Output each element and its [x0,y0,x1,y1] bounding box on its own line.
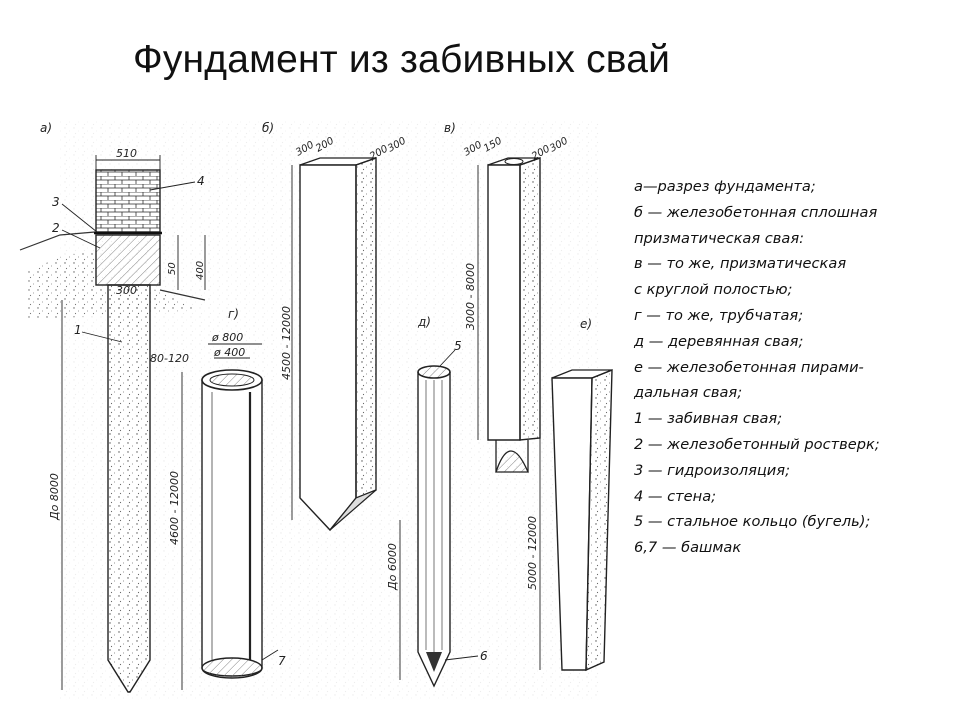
panel-a-letter: а) [40,121,52,135]
dim-d-length: До 6000 [386,543,399,591]
pile-v-front [487,164,521,441]
pile-v-side [519,157,541,441]
legend-line: в — то же, призматическая [634,255,847,273]
legend: а—разрез фундамента; б — железобетонная … [634,174,954,561]
dim-pile-a-length: До 8000 [48,473,61,521]
part-number-4: 4 [197,174,205,188]
panel-a-foundation-section: а) 510 300 50 400 До 8000 4 3 2 1 [19,121,206,693]
panel-e-letter: е) [580,317,592,331]
legend-line: а—разрез фундамента; [634,178,816,195]
dim-b-length: 4500 - 12000 [280,306,293,380]
part-number-3: 3 [52,195,60,209]
dim-pipe-inner: ø 400 [213,346,245,359]
dim-pile-head: 300 [116,284,137,297]
brick-wall [95,169,161,233]
panel-g-letter: г) [228,307,239,321]
timber-pile-shoe [426,652,442,672]
part-number-7: 7 [278,654,286,668]
dim-v-length: 3000 - 8000 [464,263,477,330]
legend-line: 4 — стена; [634,487,717,505]
legend-line: дальная свая; [634,384,743,402]
panel-g-tubular-pile: г) ø 800 ø 400 80-120 4600 - 12000 7 [150,307,286,690]
pile-b-front [299,164,357,532]
pile-a [107,284,151,693]
dim-pipe-length: 4600 - 12000 [168,471,181,545]
pipe-body [201,380,263,677]
part-number-6: 6 [480,649,488,663]
dim-e-length: 5000 - 12000 [526,516,539,590]
pile-b-side [355,157,377,500]
panel-v-hollow-pile: в) 300 150 200 300 3000 - 8000 [444,121,570,473]
grillage [95,234,161,286]
part-number-2: 2 [52,221,60,235]
legend-line: г — то же, трубчатая; [634,306,804,324]
legend-line: 5 — стальное кольцо (бугель); [634,513,871,531]
legend-line: с круглой полостью; [634,281,793,299]
dim-grillage-height: 400 [195,261,206,280]
panel-v-letter: в) [444,121,456,135]
legend-line: 3 — гидроизоляция; [634,461,790,479]
legend-line: б — железобетонная сплошная [634,203,878,221]
legend-line: 1 — забивная свая; [634,410,783,428]
slide-title: Фундамент из забивных свай [133,38,671,81]
legend-line: призматическая свая: [634,229,805,247]
legend-line: 2 — железобетонный ростверк; [634,435,880,453]
legend-line: д — деревянная свая; [634,332,804,350]
legend-line: е — железобетонная пирами- [634,358,864,376]
pile-e-side [585,368,613,672]
pile-foundation-drawing: а) 510 300 50 400 До 8000 4 3 2 1 г [19,120,613,700]
panel-d-timber-pile: д) 5 6 До 6000 [386,315,488,688]
dim-pipe-outer: ø 800 [211,331,243,344]
panel-e-pyramidal-pile: е) 5000 - 12000 [526,317,613,672]
panel-d-letter: д) [417,315,431,329]
dim-wall-width: 510 [116,147,137,160]
legend-line: 6,7 — башмак [634,539,742,557]
steel-ring [417,365,451,379]
dim-pipe-wall: 80-120 [150,352,189,365]
panel-b-prismatic-pile: б) 300 200 200 300 4500 - 12000 [262,121,408,532]
panel-b-letter: б) [262,121,274,135]
part-number-1: 1 [74,323,82,337]
dim-grillage-step: 50 [167,262,178,275]
pipe-shoe [201,657,263,679]
part-number-5: 5 [454,339,462,353]
